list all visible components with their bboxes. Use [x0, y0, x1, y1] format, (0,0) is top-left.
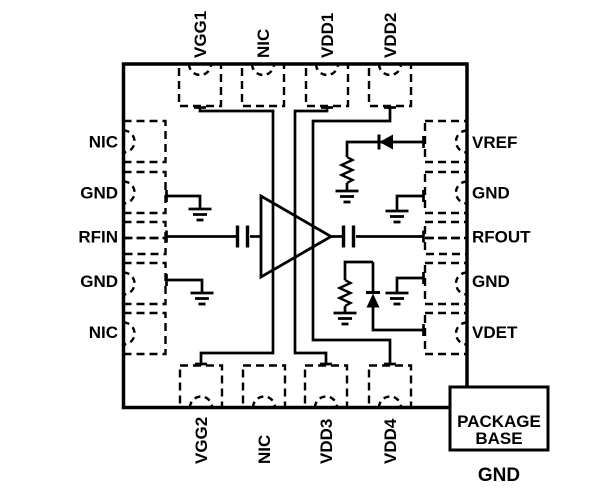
via-arc-left-nic-2	[123, 321, 136, 346]
left-upper-ground-icon	[187, 207, 213, 222]
pad-right-vdet	[423, 311, 469, 356]
pin-label-rfin: RFIN	[78, 228, 118, 247]
pin-label-left-gnd-2: GND	[80, 272, 118, 291]
via-arc-top-nic	[250, 63, 276, 77]
via-arc-vdd3	[313, 395, 339, 408]
pad-right-gnd-1	[423, 170, 469, 215]
wire-right-gnd-upper	[395, 194, 424, 211]
wire-left-gnd-upper	[166, 194, 202, 209]
pad-top-vgg1	[177, 62, 223, 108]
pad-left-gnd-2	[122, 261, 167, 306]
wire-vdd2-vdd4	[311, 106, 392, 366]
pad-top-vdd2	[367, 62, 413, 108]
via-arc-vdd2	[377, 63, 403, 77]
via-arc-vdd1	[314, 63, 340, 77]
pad-top-nic	[240, 62, 286, 108]
input-capacitor-icon	[235, 223, 250, 250]
via-arc-right-gnd-1	[454, 180, 468, 205]
pad-right-rfout-b	[423, 236, 469, 256]
pin-label-vdd4: VDD4	[381, 418, 400, 464]
pin-label-vref: VREF	[472, 133, 517, 152]
pad-left-gnd-1	[122, 170, 167, 215]
pin-label-top-nic: NIC	[254, 29, 273, 58]
pin-label-right-gnd-2: GND	[472, 272, 510, 291]
pad-right-gnd-2	[423, 261, 469, 306]
package-base-label-line1: PACKAGE	[457, 412, 541, 431]
wire-vgg1-vgg2	[198, 106, 275, 366]
pin-label-bottom-nic: NIC	[255, 435, 274, 464]
pad-bottom-vdd3	[303, 364, 349, 409]
package-base-label-line2: BASE	[475, 429, 522, 448]
pad-left-nic-1	[122, 119, 167, 164]
pin-label-left-nic-2: NIC	[89, 323, 118, 342]
pin-label-left-nic-1: NIC	[89, 133, 118, 152]
pad-left-nic-2	[122, 311, 167, 356]
pin-label-left-gnd-1: GND	[80, 184, 118, 203]
via-arc-vref	[454, 129, 468, 154]
via-arc-vgg1	[187, 63, 213, 77]
vref-resistor-icon	[340, 155, 354, 185]
vdet-diode-icon	[366, 293, 380, 308]
pin-label-vdd2: VDD2	[381, 13, 400, 58]
pad-bottom-nic	[241, 364, 287, 409]
via-arc-vdet	[454, 321, 468, 346]
via-arc-left-nic-1	[123, 129, 136, 154]
pad-right-vref	[423, 119, 469, 164]
via-arc-left-gnd-2	[123, 271, 136, 296]
package-base-gnd-label: GND	[478, 465, 520, 486]
vdet-resistor-icon	[338, 278, 352, 308]
output-capacitor-icon	[341, 223, 356, 250]
via-arc-right-gnd-2	[454, 271, 468, 296]
package-outline	[121, 62, 469, 410]
vdet-ground-icon	[332, 311, 358, 326]
pad-top-vdd1	[304, 62, 350, 108]
pad-bottom-vgg2	[178, 364, 224, 409]
via-arc-left-gnd-1	[123, 180, 136, 205]
pin-label-vgg1: VGG1	[191, 11, 210, 58]
vref-ground-icon	[334, 189, 360, 204]
via-arc-bottom-nic	[251, 395, 277, 408]
pin-label-rfout: RFOUT	[472, 228, 531, 247]
wire-vref-rail	[345, 140, 424, 157]
pad-left-rfin-b	[122, 236, 167, 256]
pin-label-vdd1: VDD1	[318, 13, 337, 58]
wire-vdd1-vdd3	[293, 106, 329, 366]
wire-vdet-rail	[343, 260, 373, 280]
right-lower-ground-icon	[384, 291, 410, 306]
wire-vdet-out	[371, 307, 424, 332]
via-arc-vgg2	[188, 395, 214, 408]
vref-diode-icon	[379, 134, 393, 150]
pad-left-rfin-a	[122, 220, 167, 240]
package-base-box	[448, 385, 550, 452]
wire-right-gnd-lower	[395, 276, 424, 293]
pin-label-vgg2: VGG2	[192, 417, 211, 464]
pin-label-right-gnd-1: GND	[472, 184, 510, 203]
left-lower-ground-icon	[189, 291, 215, 306]
pad-bottom-vdd4	[367, 364, 413, 409]
pin-label-vdet: VDET	[472, 323, 518, 342]
wire-left-gnd-lower	[166, 278, 204, 293]
pad-right-rfout-a	[423, 220, 469, 240]
right-upper-ground-icon	[384, 209, 410, 224]
pin-label-vdd3: VDD3	[317, 419, 336, 464]
via-arc-vdd4	[377, 395, 403, 408]
